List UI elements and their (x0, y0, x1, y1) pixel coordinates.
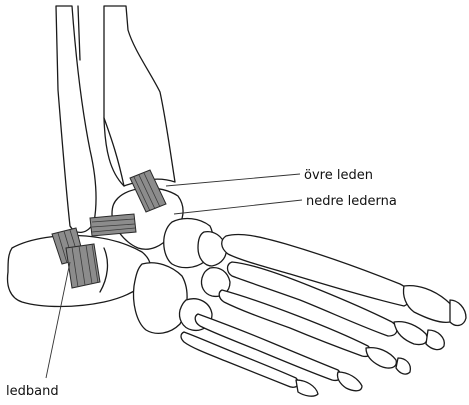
tibia-bone (104, 6, 175, 186)
label-ligament: ledband (6, 384, 59, 399)
ligament-lateral-back (66, 244, 100, 288)
cuboid-bone (134, 263, 188, 334)
label-lower-joints: nedre lederna (306, 194, 397, 209)
leader-lower-joints (174, 200, 302, 214)
fibula-bone (56, 6, 96, 232)
leader-upper-joint (166, 174, 300, 186)
ligament-middle (90, 214, 136, 236)
label-upper-joint: övre leden (304, 168, 373, 183)
